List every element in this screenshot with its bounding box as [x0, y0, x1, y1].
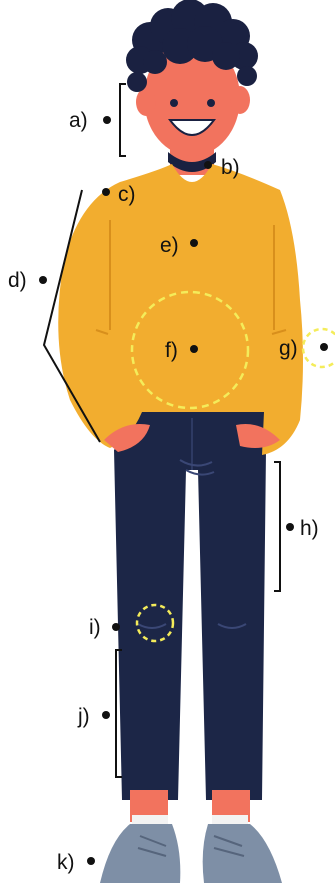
marker-b [204, 161, 212, 169]
marker-e [190, 239, 198, 247]
jeans [114, 410, 266, 800]
face [144, 40, 240, 156]
label-f: f) [165, 339, 178, 362]
bracket-j [115, 649, 122, 778]
label-b: b) [221, 156, 240, 179]
right-eye [207, 99, 215, 107]
marker-k [87, 857, 95, 865]
collar [168, 152, 216, 172]
sleeve-crease-right [271, 329, 287, 335]
label-a: a) [69, 109, 88, 132]
label-e: e) [160, 234, 179, 257]
jeans-crease-1 [179, 459, 213, 467]
left-shoe-laces [137, 835, 167, 857]
marker-j [102, 711, 110, 719]
label-j: j) [78, 705, 90, 728]
marker-c [102, 188, 110, 196]
label-k: k) [57, 851, 75, 874]
jeans-crease-2 [185, 469, 215, 476]
mouth [168, 119, 216, 136]
sleeve-crease-left [95, 329, 109, 335]
label-d: d) [8, 269, 27, 292]
left-ear [136, 88, 156, 116]
sweater [58, 164, 304, 455]
left-shoe [100, 824, 181, 883]
knee-crease-right [217, 623, 247, 629]
left-hand [104, 424, 150, 452]
label-g: g) [279, 337, 298, 360]
marker-f [190, 345, 198, 353]
label-c: c) [118, 183, 136, 206]
marker-g [320, 343, 328, 351]
marker-a [103, 116, 111, 124]
right-hand [236, 424, 280, 448]
label-h: h) [300, 517, 319, 540]
left-eye [170, 99, 178, 107]
knee-crease-left [137, 623, 167, 629]
marker-d [39, 276, 47, 284]
right-shoe [202, 824, 282, 883]
marker-dots [39, 116, 328, 865]
marker-i [112, 623, 120, 631]
highlight-circle-g [301, 327, 335, 369]
right-ear [230, 86, 250, 114]
hair [126, 0, 258, 92]
right-shoe-laces [213, 835, 245, 857]
bracket-d [42, 189, 101, 443]
bracket-a [119, 83, 126, 157]
marker-h [286, 523, 294, 531]
highlight-circle-f [130, 290, 250, 410]
label-i: i) [89, 616, 101, 639]
highlight-circle-i [135, 603, 175, 643]
bracket-h [274, 461, 281, 592]
